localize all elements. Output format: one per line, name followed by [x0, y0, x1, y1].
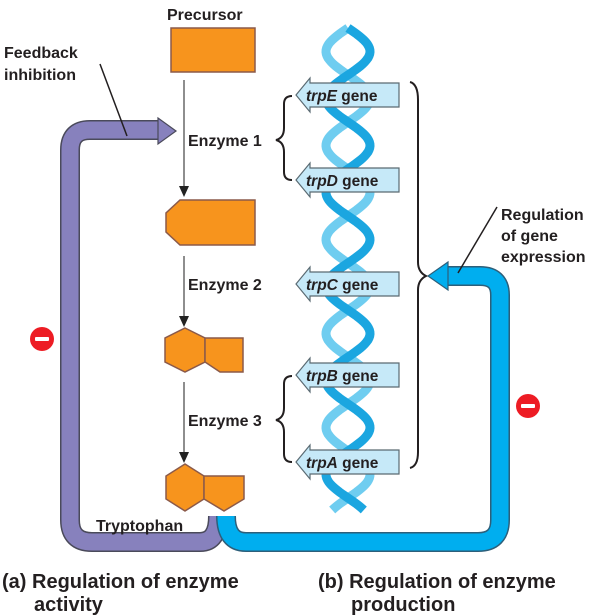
feedback-callout-line2: inhibition [4, 67, 76, 84]
gene-label: trpA gene [306, 455, 379, 472]
enzyme-1-label: Enzyme 1 [188, 133, 262, 150]
feedback-leader-line [99, 63, 128, 137]
gene-trpC: trpC gene [295, 265, 400, 303]
gene-arrow-box [295, 76, 400, 114]
caption-a-line2: activity [34, 594, 104, 616]
brace-enzyme-1 [275, 95, 293, 181]
brace-enzyme-3 [275, 375, 293, 463]
gene-label: trpB gene [306, 368, 379, 385]
gene-trpE: trpE gene [295, 76, 400, 114]
gene-expression-arrowhead [426, 260, 449, 292]
gene-arrow-box [295, 356, 400, 394]
enzyme-3-label: Enzyme 3 [188, 413, 262, 430]
precursor-label: Precursor [167, 7, 243, 24]
dna-strand-dark [321, 24, 375, 514]
inhibition-symbol-b [516, 394, 540, 418]
gene-arrow-box [295, 265, 400, 303]
precursor-molecule [170, 27, 256, 73]
caption-a-line1: (a) Regulation of enzyme [2, 571, 239, 593]
gene-trpB: trpB gene [295, 356, 400, 394]
feedback-callout-line1: Feedback [4, 45, 78, 62]
feedback-arrowhead [157, 116, 178, 146]
brace-operon [409, 81, 429, 469]
gene-arrow-box [295, 443, 400, 481]
gene-arrow-box [295, 161, 400, 199]
gene-regulation-callout-line2: of gene [501, 228, 558, 245]
gene-label: trpE gene [306, 88, 378, 105]
inhibition-symbol-a [30, 327, 54, 351]
caption-b-line2: production [351, 594, 455, 616]
gene-regulation-callout-line1: Regulation [501, 207, 584, 224]
gene-trpA: trpA gene [295, 443, 400, 481]
tryptophan-molecule [165, 463, 245, 512]
gene-label: trpC gene [306, 277, 379, 294]
intermediate-1-molecule [165, 199, 256, 246]
dna-strand-light [321, 24, 375, 514]
gene-label: trpD gene [306, 173, 379, 190]
gene-trpD: trpD gene [295, 161, 400, 199]
enzyme-2-label: Enzyme 2 [188, 277, 262, 294]
intermediate-2-molecule [164, 327, 244, 373]
caption-b-line1: (b) Regulation of enzyme [318, 571, 556, 593]
gene-regulation-callout-line3: expression [501, 249, 585, 266]
gene-regulation-leader-line [457, 206, 498, 274]
tryptophan-label: Tryptophan [96, 518, 183, 535]
pathway-arrow-1 [179, 80, 189, 197]
dna-helix [321, 24, 375, 514]
pathway-arrow-3 [179, 382, 189, 463]
pathway-arrow-2 [179, 256, 189, 327]
